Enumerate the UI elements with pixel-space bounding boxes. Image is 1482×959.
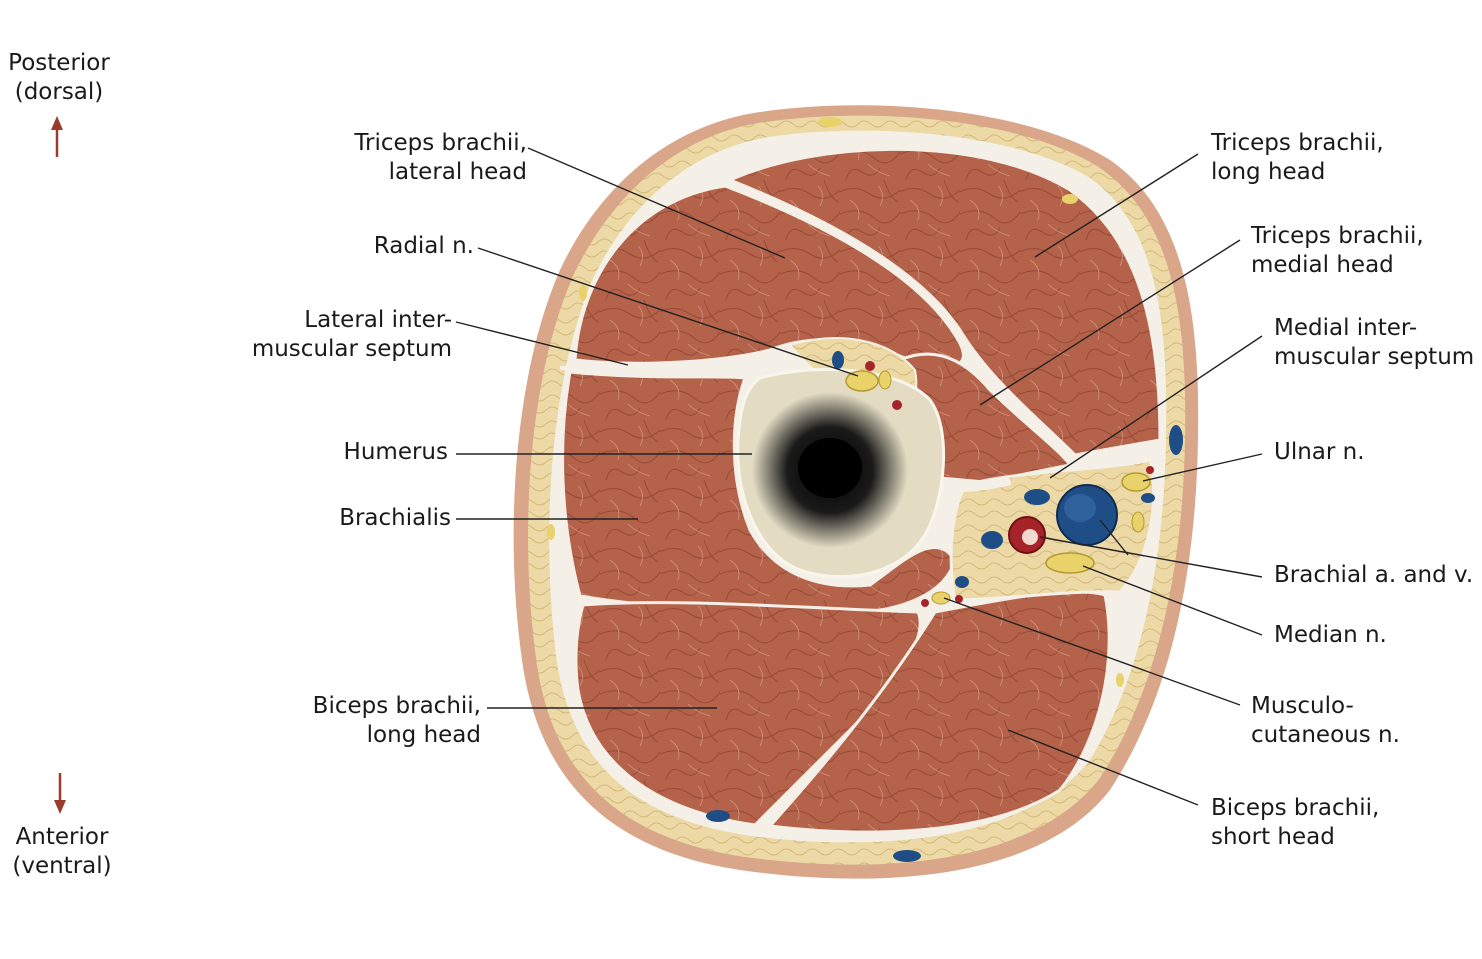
musculocutaneous-nerve — [931, 591, 951, 605]
leader-ulnar-n — [1142, 453, 1263, 482]
posterior-arrow — [51, 116, 63, 157]
superior-ulnar-collateral-artery — [1146, 466, 1154, 474]
small-vein-anterior — [955, 576, 969, 588]
leader-radial-n — [477, 247, 859, 377]
ulnar-nerve — [1121, 472, 1151, 492]
leader-triceps-lateral — [527, 147, 786, 259]
small-vein-medial — [1141, 493, 1155, 503]
cutaneous-nerve-right — [1062, 194, 1078, 204]
cutaneous-nerve-top — [818, 117, 842, 127]
cephalic-vein — [706, 810, 730, 822]
label-humerus: Humerus — [343, 439, 448, 465]
leader-lateral-septum — [455, 321, 629, 366]
anterior-arrow — [54, 773, 66, 814]
label-median-nerve: Median n. — [1274, 622, 1387, 648]
triceps-long-head — [726, 147, 1162, 457]
median-nerve — [1045, 552, 1095, 574]
leader-triceps-medial — [979, 239, 1241, 406]
lateral-septum-strand — [559, 360, 761, 371]
radial-nerve — [845, 370, 879, 392]
label-musculocutaneous-nerve: Musculo- cutaneous n. — [1251, 693, 1400, 748]
label-triceps-lateral-head: Triceps brachii, lateral head — [354, 130, 527, 185]
small-artery-anterior — [921, 599, 929, 607]
biceps-long-head — [574, 601, 922, 827]
label-brachial-artery-vein: Brachial a. and v. — [1274, 562, 1474, 588]
leader-brachial-a — [1039, 536, 1263, 578]
vein-near-artery — [981, 531, 1003, 549]
leader-musculocutaneous-n — [943, 597, 1241, 706]
brachial-vein-small — [1024, 489, 1050, 505]
triceps-lateral-head — [573, 184, 965, 368]
label-biceps-long-head: Biceps brachii, long head — [312, 693, 481, 748]
leader-median-n — [1082, 565, 1263, 636]
orientation-anterior-label: Anterior (ventral) — [12, 824, 112, 879]
radial-groove-nerve-small — [878, 370, 892, 390]
brachialis-muscle — [561, 370, 957, 614]
profunda-artery — [865, 361, 875, 371]
musculocutaneous-artery — [955, 595, 963, 603]
basilic-vein — [1169, 425, 1183, 455]
cutaneous-nerve-left-lower — [547, 524, 555, 540]
brachial-artery-lumen — [1022, 529, 1038, 545]
label-triceps-long-head: Triceps brachii, long head — [1211, 130, 1384, 185]
label-brachialis: Brachialis — [339, 505, 451, 531]
superficial-vein-bottom — [893, 850, 921, 862]
label-biceps-short-head: Biceps brachii, short head — [1211, 795, 1380, 850]
profunda-vein — [832, 351, 844, 369]
radial-groove-artery-small — [892, 400, 902, 410]
label-triceps-medial-head: Triceps brachii, medial head — [1251, 223, 1424, 278]
brachial-vein-highlight — [1064, 494, 1096, 522]
leader-brachial-v — [1099, 519, 1129, 556]
leader-biceps-short — [1007, 729, 1199, 806]
leader-medial-septum — [1049, 335, 1263, 479]
nerve-medial-small — [1131, 511, 1145, 533]
cutaneous-nerve-right-lower — [1116, 673, 1124, 687]
label-ulnar-nerve: Ulnar n. — [1274, 439, 1365, 465]
label-lateral-intermuscular-septum: Lateral inter- muscular septum — [251, 307, 452, 362]
humerus-marrow-core — [798, 438, 862, 498]
cutaneous-nerve-left — [579, 285, 587, 301]
leader-triceps-long — [1034, 153, 1199, 258]
orientation-posterior-label: Posterior (dorsal) — [8, 50, 110, 105]
label-medial-intermuscular-septum: Medial inter- muscular septum — [1274, 315, 1475, 370]
label-radial-nerve: Radial n. — [373, 233, 474, 259]
